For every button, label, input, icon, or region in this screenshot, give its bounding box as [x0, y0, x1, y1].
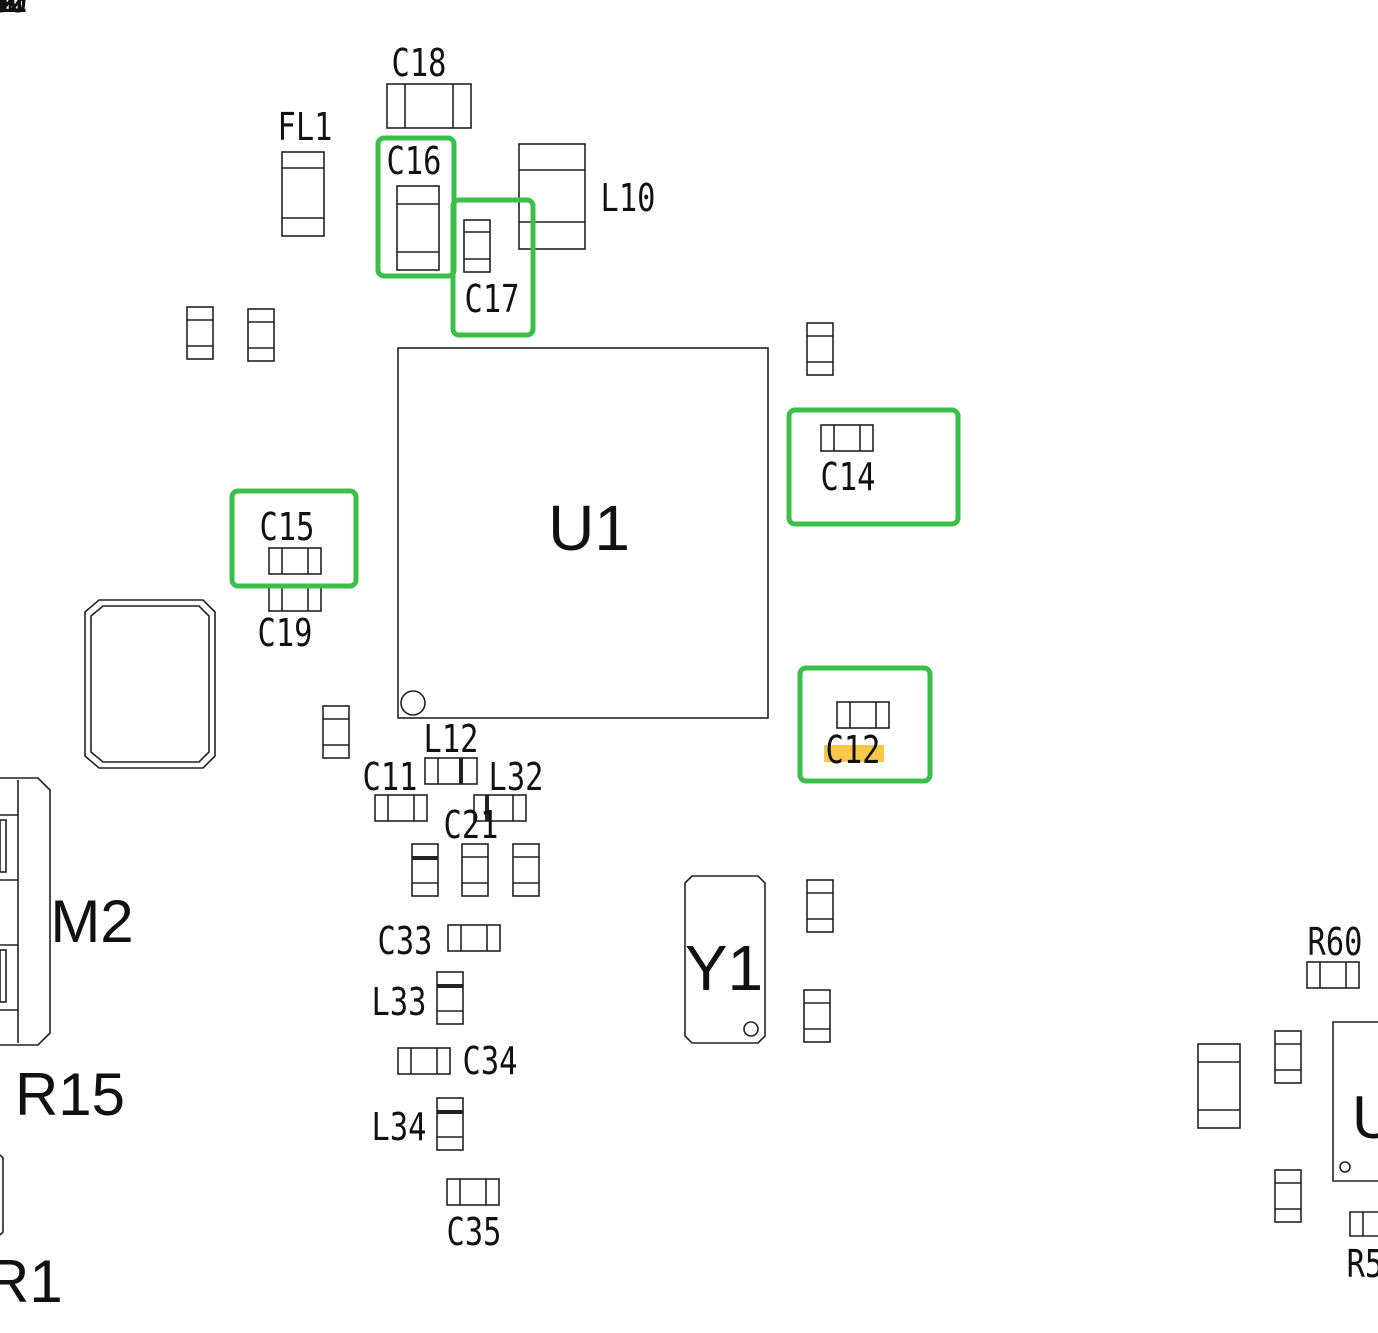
label-c20: C20 [0, 0, 27, 22]
component-r11: R11 [0, 0, 1302, 1223]
component-m2: M2 [0, 777, 134, 1046]
label-c21: C21 [444, 804, 499, 848]
label-c11: C11 [363, 756, 418, 800]
label-c30: C30 [0, 0, 27, 22]
component-c31: C31 [0, 0, 540, 897]
label-c14: C14 [821, 456, 876, 500]
component-c11: C11 [363, 756, 428, 822]
component-c52: C52 [0, 0, 214, 360]
label-r11: R11 [0, 0, 27, 22]
component-r1-partial: R1 [0, 1154, 63, 1315]
label-c33: C33 [378, 920, 433, 964]
label-r12: R12 [0, 0, 27, 22]
label-l10: L10 [601, 177, 656, 221]
component-u-partial: U [1332, 1021, 1378, 1182]
component-c51: C51 [0, 0, 834, 933]
label-r60: R60 [1308, 921, 1363, 965]
component-u1: U1 [397, 347, 769, 719]
label-c52: C52 [0, 0, 27, 22]
label-c41: C41 [0, 0, 27, 22]
component-c21: C21 [444, 804, 499, 848]
label-r1-partial: R1 [0, 1248, 63, 1315]
component-l10: L10 [518, 143, 656, 250]
label-l34: L34 [372, 1106, 427, 1150]
label-c19: C19 [258, 612, 313, 656]
label-c12: C12 [826, 729, 881, 773]
component-y1: Y1 [684, 875, 766, 1044]
c12-marker [824, 745, 884, 762]
label-m2: M2 [50, 888, 133, 955]
highlight-box-c12 [797, 665, 933, 784]
label-c18: C18 [392, 42, 447, 86]
component-r60: R60 [1306, 921, 1363, 989]
component-y2: Y2 [0, 0, 216, 769]
component-c18: C18 [386, 42, 472, 129]
label-c16: C16 [387, 140, 442, 184]
label-y2: Y2 [0, 0, 18, 22]
label-c17: C17 [465, 278, 520, 322]
component-r5-partial: R5 [1347, 1211, 1378, 1287]
label-l32: L32 [489, 756, 544, 800]
component-fl1: FL1 [278, 106, 333, 237]
label-fl1: FL1 [278, 106, 333, 150]
component-unlabeled [461, 843, 489, 897]
label-l33: L33 [372, 981, 427, 1025]
component-l11: L11 [0, 0, 439, 897]
component-c19: C19 [258, 584, 322, 656]
component-c15: C15 [260, 506, 322, 575]
label-y1: Y1 [685, 932, 763, 1004]
component-c12: C12 [824, 701, 890, 773]
label-u-partial: U [1352, 1084, 1378, 1151]
label-r5-partial: R5 [1347, 1243, 1378, 1287]
component-c16: C16 [387, 140, 442, 271]
label-c51: C51 [0, 0, 27, 22]
highlight-box-c14 [786, 407, 961, 527]
label-u1: U1 [548, 492, 630, 564]
label-c35: C35 [447, 1211, 502, 1255]
label-c34: C34 [463, 1040, 518, 1084]
component-r12: R12 [0, 0, 1241, 1129]
component-c41: C41 [0, 0, 831, 1043]
component-c33: C33 [378, 920, 501, 964]
component-r1: R1 [0, 0, 275, 362]
component-c34: C34 [397, 1040, 518, 1084]
component-c35: C35 [446, 1178, 502, 1255]
label-c31: C31 [0, 0, 27, 22]
component-r15: R15 [15, 1061, 125, 1128]
component-l12: L12 [424, 718, 479, 785]
highlight-box-c17 [450, 197, 536, 338]
label-r15: R15 [15, 1061, 125, 1128]
component-l32: L32 [473, 756, 544, 822]
highlight-box-c15 [229, 488, 359, 589]
component-c14: C14 [820, 424, 876, 500]
label-l11: L11 [0, 0, 27, 22]
component-c30: C30 [0, 0, 1302, 1084]
component-l34: L34 [372, 1097, 464, 1151]
label-r1: R1 [0, 0, 18, 22]
component-l33: L33 [372, 971, 464, 1025]
component-c53: C53 [0, 0, 834, 376]
label-l12: L12 [424, 718, 479, 762]
component-c17: C17 [463, 219, 520, 322]
component-c20: C20 [0, 0, 350, 759]
label-c53: C53 [0, 0, 27, 22]
label-c15: C15 [260, 506, 315, 550]
